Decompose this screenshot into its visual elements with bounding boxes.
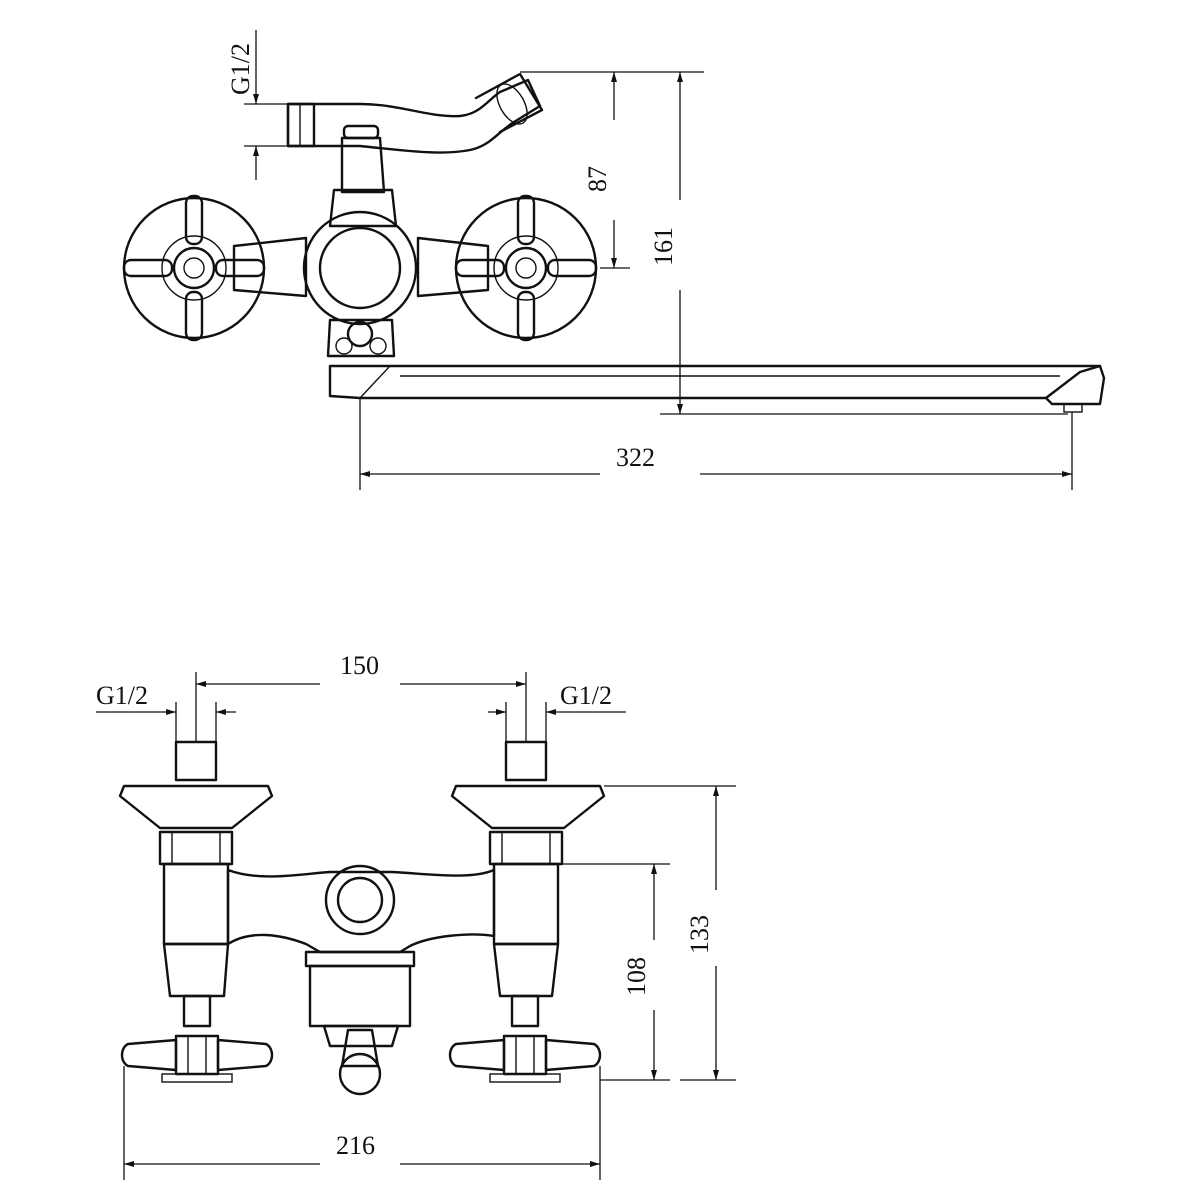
front-bridge — [226, 868, 496, 954]
right-inlet — [450, 740, 606, 1028]
dim-top-thread: G1/2 — [226, 30, 360, 180]
front-view: 150 G1/2 G1/2 108 — [96, 651, 736, 1180]
left-cross-handle — [122, 194, 266, 342]
label-top-thread: G1/2 — [226, 43, 255, 95]
spout — [328, 364, 1106, 413]
dim-height-133: 133 — [604, 785, 736, 1081]
dim-height-161: 161 — [649, 72, 1068, 415]
dim-height-108: 108 — [562, 863, 670, 1081]
label-right-thread: G1/2 — [560, 681, 612, 710]
label-height-108: 108 — [622, 957, 651, 996]
dim-right-thread: G1/2 — [488, 681, 626, 742]
spout-nut — [326, 318, 396, 358]
label-height-161: 161 — [649, 227, 678, 266]
mixer-bridge — [232, 236, 308, 298]
label-left-thread: G1/2 — [96, 681, 148, 710]
right-front-handle — [448, 1034, 602, 1083]
dim-left-thread: G1/2 — [96, 681, 236, 742]
mixer-body-circle — [302, 210, 418, 326]
shower-holder — [286, 72, 544, 154]
left-inlet — [118, 740, 274, 1028]
top-view: G1/2 87 161 322 — [122, 30, 1106, 490]
label-height-133: 133 — [685, 915, 714, 954]
center-outlet-circle — [324, 864, 396, 936]
label-inlet-spacing: 150 — [340, 651, 379, 680]
right-cross-handle — [454, 194, 598, 342]
left-front-handle — [120, 1034, 274, 1083]
dim-height-87: 87 — [520, 71, 704, 269]
dim-overall-width: 216 — [123, 1066, 601, 1180]
dim-spout-length: 322 — [359, 398, 1073, 490]
label-height-87: 87 — [583, 166, 612, 192]
label-overall-width: 216 — [336, 1131, 375, 1160]
label-spout-length: 322 — [616, 443, 655, 472]
diverter-housing — [304, 950, 416, 1096]
dim-inlet-spacing: 150 — [195, 651, 527, 742]
